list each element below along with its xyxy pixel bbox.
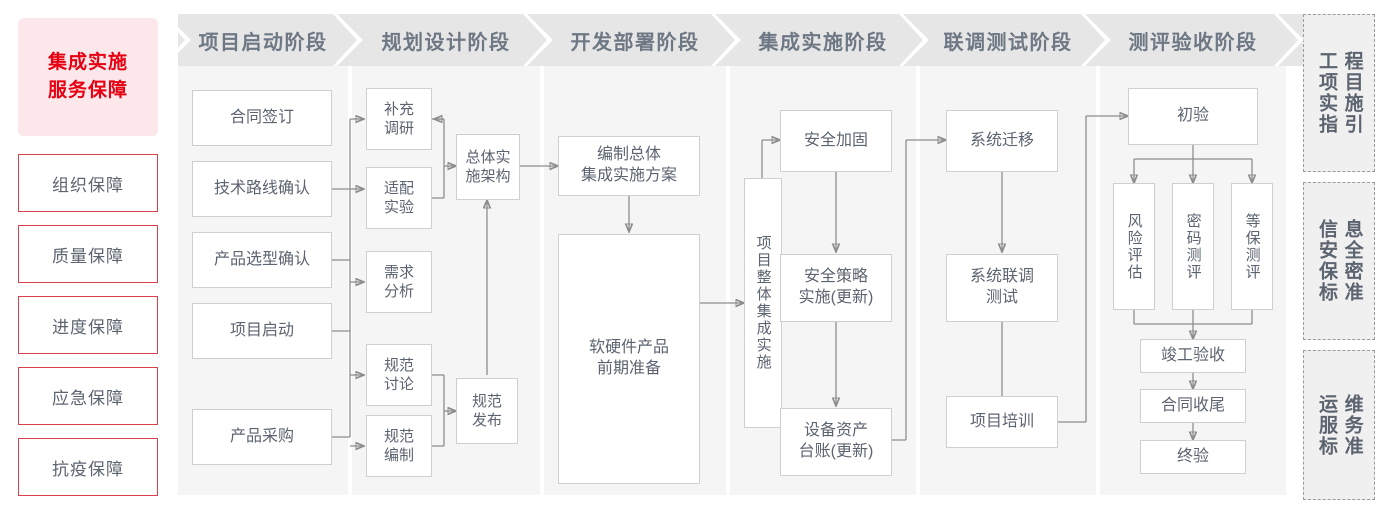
standard-label-right: 信安保标 xyxy=(1316,219,1337,303)
step-box-adaptation-experiment[interactable]: 适配 实验 xyxy=(366,167,432,229)
step-label: 系统迁移 xyxy=(969,131,1034,149)
guarantee-label: 抗疫保障 xyxy=(52,459,124,479)
step-label: 密码测评 xyxy=(1184,212,1202,281)
step-box-hardware-software-preparation[interactable]: 软硬件产品 前期准备 xyxy=(558,234,700,484)
step-box-overall-project-integration[interactable]: 项目整体集成实施 xyxy=(744,178,782,428)
step-label: 技术路线确认 xyxy=(213,179,310,197)
step-box-standard-discussion[interactable]: 规范 讨论 xyxy=(366,344,432,406)
standard-card-information-security-confidentiality[interactable]: 信安保标 息全密准 xyxy=(1303,182,1375,340)
step-label: 适配 实验 xyxy=(383,179,414,217)
step-label: 安全策略 实施(更新) xyxy=(798,268,874,306)
guarantee-label: 组织保障 xyxy=(52,175,124,195)
guarantee-item-quality[interactable]: 质量保障 xyxy=(18,225,158,283)
step-label: 设备资产 台账(更新) xyxy=(798,422,874,460)
step-box-contract-signing[interactable]: 合同签订 xyxy=(192,90,332,146)
step-box-asset-ledger-update[interactable]: 设备资产 台账(更新) xyxy=(780,408,892,476)
step-box-product-selection-confirm[interactable]: 产品选型确认 xyxy=(192,232,332,288)
guarantee-label: 进度保障 xyxy=(52,317,124,337)
standard-label-left: 程目施引 xyxy=(1341,51,1363,135)
step-box-security-policy-implementation[interactable]: 安全策略 实施(更新) xyxy=(780,254,892,322)
step-box-standard-drafting[interactable]: 规范 编制 xyxy=(366,415,432,477)
step-label: 软硬件产品 前期准备 xyxy=(588,339,669,377)
step-label: 合同签订 xyxy=(229,108,294,126)
step-box-risk-assessment[interactable]: 风险评估 xyxy=(1113,183,1155,310)
step-label: 补充 调研 xyxy=(383,100,414,138)
step-label: 编制总体 集成实施方案 xyxy=(580,146,677,184)
phase-header-label: 项目启动阶段 xyxy=(198,31,328,54)
step-label: 终验 xyxy=(1176,447,1209,465)
step-label: 需求 分析 xyxy=(383,263,414,301)
step-label: 项目启动 xyxy=(229,321,294,339)
step-box-supplementary-research[interactable]: 补充 调研 xyxy=(366,88,432,150)
phase-header-6[interactable]: 测评验收阶段 xyxy=(1100,14,1286,66)
step-box-system-migration[interactable]: 系统迁移 xyxy=(946,110,1058,172)
phase-header-label: 集成实施阶段 xyxy=(758,31,888,54)
step-label: 总体实 施架构 xyxy=(465,148,511,186)
title-line-1: 集成实施 xyxy=(47,52,128,74)
step-label: 项目培训 xyxy=(969,412,1034,430)
step-label: 等保测评 xyxy=(1243,212,1261,281)
standard-label-right: 运服标 xyxy=(1316,393,1337,457)
step-label: 安全加固 xyxy=(803,131,868,149)
standard-label-right: 工项实指 xyxy=(1316,51,1337,135)
step-box-overall-implementation-architecture[interactable]: 总体实 施架构 xyxy=(456,134,520,200)
step-box-project-kickoff[interactable]: 项目启动 xyxy=(192,303,332,359)
step-label: 风险评估 xyxy=(1125,212,1143,281)
step-label: 规范 讨论 xyxy=(383,356,414,394)
step-box-final-acceptance[interactable]: 终验 xyxy=(1140,440,1246,474)
phase-header-5[interactable]: 联调测试阶段 xyxy=(920,14,1096,66)
step-label: 初验 xyxy=(1176,107,1209,125)
phase-header-2[interactable]: 规划设计阶段 xyxy=(352,14,540,66)
standard-card-operation-maintenance-service[interactable]: 运服标 维务准 xyxy=(1303,350,1375,500)
step-box-security-hardening[interactable]: 安全加固 xyxy=(780,110,892,172)
step-box-completion-acceptance[interactable]: 竣工验收 xyxy=(1140,339,1246,373)
step-label: 系统联调 测试 xyxy=(969,268,1034,306)
step-label: 产品采购 xyxy=(229,427,294,445)
phase-header-1[interactable]: 项目启动阶段 xyxy=(178,14,348,66)
step-box-project-training[interactable]: 项目培训 xyxy=(946,396,1058,448)
phase-header-band xyxy=(178,14,1308,66)
standard-card-engineering-implementation-guide[interactable]: 工项实指 程目施引 xyxy=(1303,14,1375,172)
step-label: 产品选型确认 xyxy=(213,250,310,268)
step-label: 规范 发布 xyxy=(471,392,502,430)
step-box-system-joint-debug-test[interactable]: 系统联调 测试 xyxy=(946,254,1058,322)
step-label: 项目整体集成实施 xyxy=(754,235,772,371)
guarantee-item-emergency[interactable]: 应急保障 xyxy=(18,367,158,425)
guarantee-label: 应急保障 xyxy=(52,388,124,408)
title-line-2: 服务保障 xyxy=(47,80,128,101)
step-box-preliminary-acceptance[interactable]: 初验 xyxy=(1128,88,1258,145)
step-box-contract-closure[interactable]: 合同收尾 xyxy=(1140,389,1246,423)
service-guarantee-title-card: 集成实施 服务保障 xyxy=(18,18,158,136)
guarantee-item-organization[interactable]: 组织保障 xyxy=(18,154,158,212)
guarantee-item-schedule[interactable]: 进度保障 xyxy=(18,296,158,354)
phase-header-3[interactable]: 开发部署阶段 xyxy=(544,14,726,66)
phase-header-4[interactable]: 集成实施阶段 xyxy=(730,14,916,66)
phase-header-label: 规划设计阶段 xyxy=(381,31,511,54)
guarantee-item-epidemic[interactable]: 抗疫保障 xyxy=(18,438,158,496)
standard-label-left: 维务准 xyxy=(1341,393,1363,457)
phase-header-label: 联调测试阶段 xyxy=(943,31,1073,54)
step-box-classified-protection-evaluation[interactable]: 等保测评 xyxy=(1231,183,1273,310)
step-box-requirement-analysis[interactable]: 需求 分析 xyxy=(366,251,432,313)
step-box-product-procurement[interactable]: 产品采购 xyxy=(192,409,332,465)
standard-label-left: 息全密准 xyxy=(1341,219,1363,303)
step-box-tech-route-confirm[interactable]: 技术路线确认 xyxy=(192,161,332,217)
step-label: 合同收尾 xyxy=(1160,396,1225,414)
phase-header-label: 测评验收阶段 xyxy=(1128,31,1258,54)
step-label: 竣工验收 xyxy=(1160,346,1225,364)
step-box-cryptography-evaluation[interactable]: 密码测评 xyxy=(1172,183,1214,310)
step-box-overall-integration-plan[interactable]: 编制总体 集成实施方案 xyxy=(558,136,700,196)
guarantee-label: 质量保障 xyxy=(52,246,124,266)
step-box-standard-release[interactable]: 规范 发布 xyxy=(456,378,518,444)
phase-header-label: 开发部署阶段 xyxy=(570,31,700,54)
step-label: 规范 编制 xyxy=(383,427,414,465)
